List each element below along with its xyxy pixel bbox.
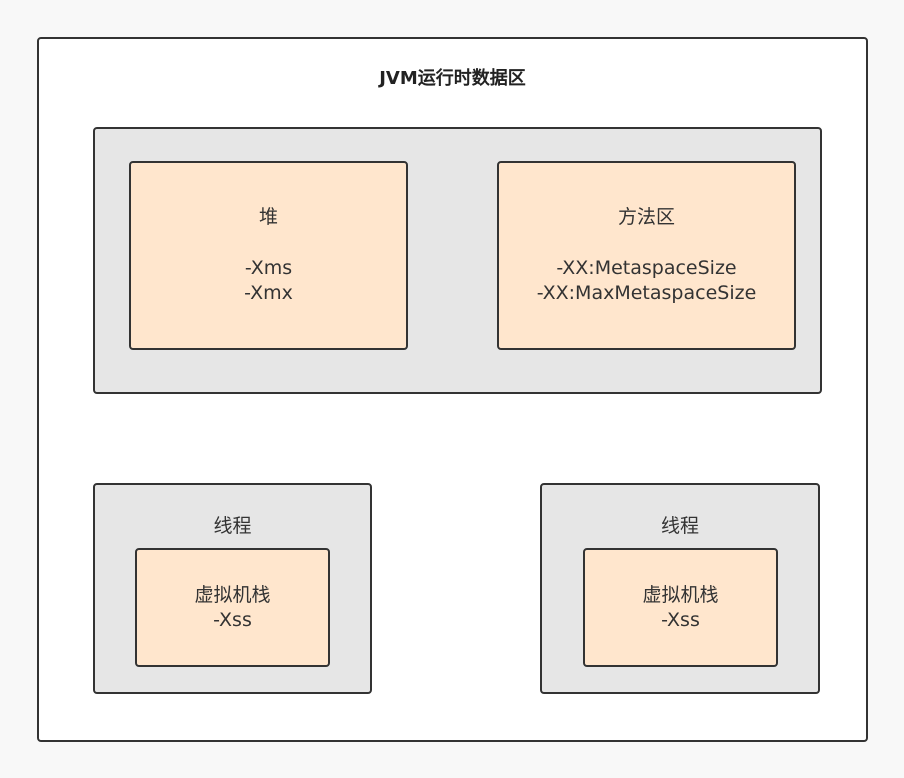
method-area-param-metaspace-size: -XX:MetaspaceSize [556,257,737,279]
heap-param-xmx: -Xmx [244,282,293,304]
diagram-title: JVM运行时数据区 [379,68,526,89]
vm-stack-title-2: 虚拟机栈 [642,583,719,606]
vm-stack-title-1: 虚拟机栈 [194,583,271,606]
heap-param-xms: -Xms [244,257,293,279]
method-area-box: 方法区 -XX:MetaspaceSize -XX:MaxMetaspaceSi… [497,161,796,350]
thread-label-2: 线程 [660,515,699,537]
vm-stack-param-2: -Xss [661,608,700,631]
heap-title: 堆 [258,206,278,228]
vm-stack-box-1: 虚拟机栈 -Xss [135,548,330,667]
vm-stack-param-1: -Xss [213,608,252,631]
method-area-param-max-metaspace-size: -XX:MaxMetaspaceSize [536,282,757,304]
thread-label-1: 线程 [213,515,252,537]
vm-stack-box-2: 虚拟机栈 -Xss [583,548,778,667]
method-area-title: 方法区 [617,206,675,228]
heap-box: 堆 -Xms -Xmx [129,161,408,350]
